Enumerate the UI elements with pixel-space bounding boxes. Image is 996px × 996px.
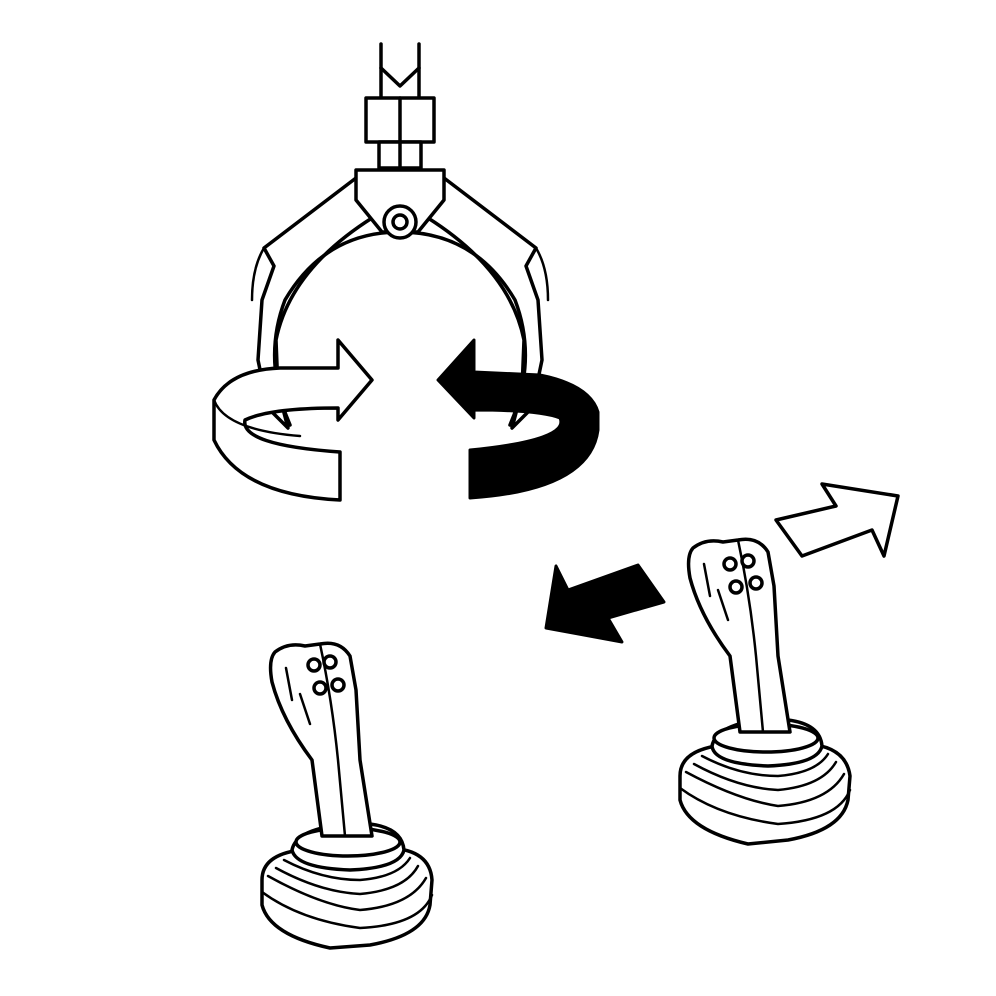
rotate-right-arrow-icon (214, 340, 372, 500)
rotator-coupling (366, 98, 434, 168)
grapple-head (356, 170, 444, 238)
rotator-shaft (381, 44, 419, 98)
joystick-icon (680, 539, 850, 844)
arrow-left-down-icon (546, 565, 664, 642)
joystick-icon (262, 643, 432, 948)
arrow-right-up-icon (776, 484, 898, 556)
